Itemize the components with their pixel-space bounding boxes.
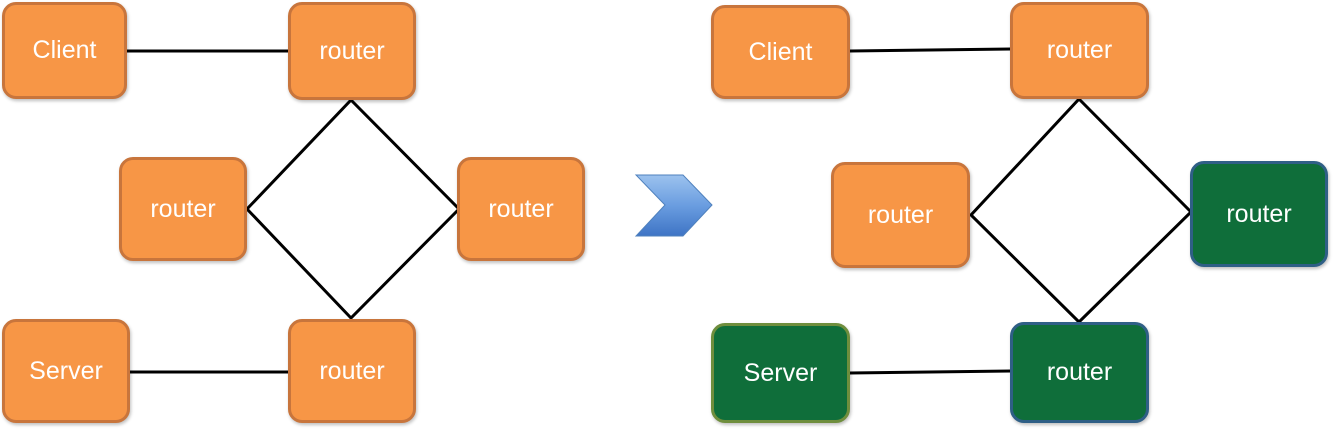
left-client-label: Client [32,36,97,64]
left-router-right-node[interactable]: router [457,157,585,261]
right-server-node[interactable]: Server [711,323,850,423]
link-right-client-router-top [849,47,1012,53]
link-left-router-diamond [244,97,462,321]
left-router-bottom-label: router [319,356,385,385]
left-router-right-label: router [488,194,554,223]
left-router-left-label: router [150,194,216,223]
right-router-left-node[interactable]: router [831,162,970,268]
right-router-bottom-node[interactable]: router [1010,322,1149,423]
right-router-left-label: router [867,200,934,229]
link-right-router-diamond [968,96,1194,325]
right-router-top-label: router [1046,36,1113,64]
chevron-right-icon [634,174,713,237]
right-router-top-node[interactable]: router [1010,2,1149,99]
left-router-left-node[interactable]: router [119,157,247,261]
right-router-right-label: router [1226,199,1292,228]
left-router-top-label: router [319,36,385,65]
left-client-node[interactable]: Client [2,2,127,99]
link-right-server-router-bottom [849,369,1012,375]
right-router-bottom-label: router [1046,358,1113,386]
left-server-node[interactable]: Server [2,319,130,423]
right-client-node[interactable]: Client [711,5,850,99]
left-server-label: Server [29,356,103,385]
right-client-label: Client [748,37,813,66]
right-router-right-node[interactable]: router [1190,161,1328,267]
right-server-label: Server [743,358,818,387]
left-router-bottom-node[interactable]: router [288,319,416,423]
left-router-top-node[interactable]: router [288,2,416,100]
